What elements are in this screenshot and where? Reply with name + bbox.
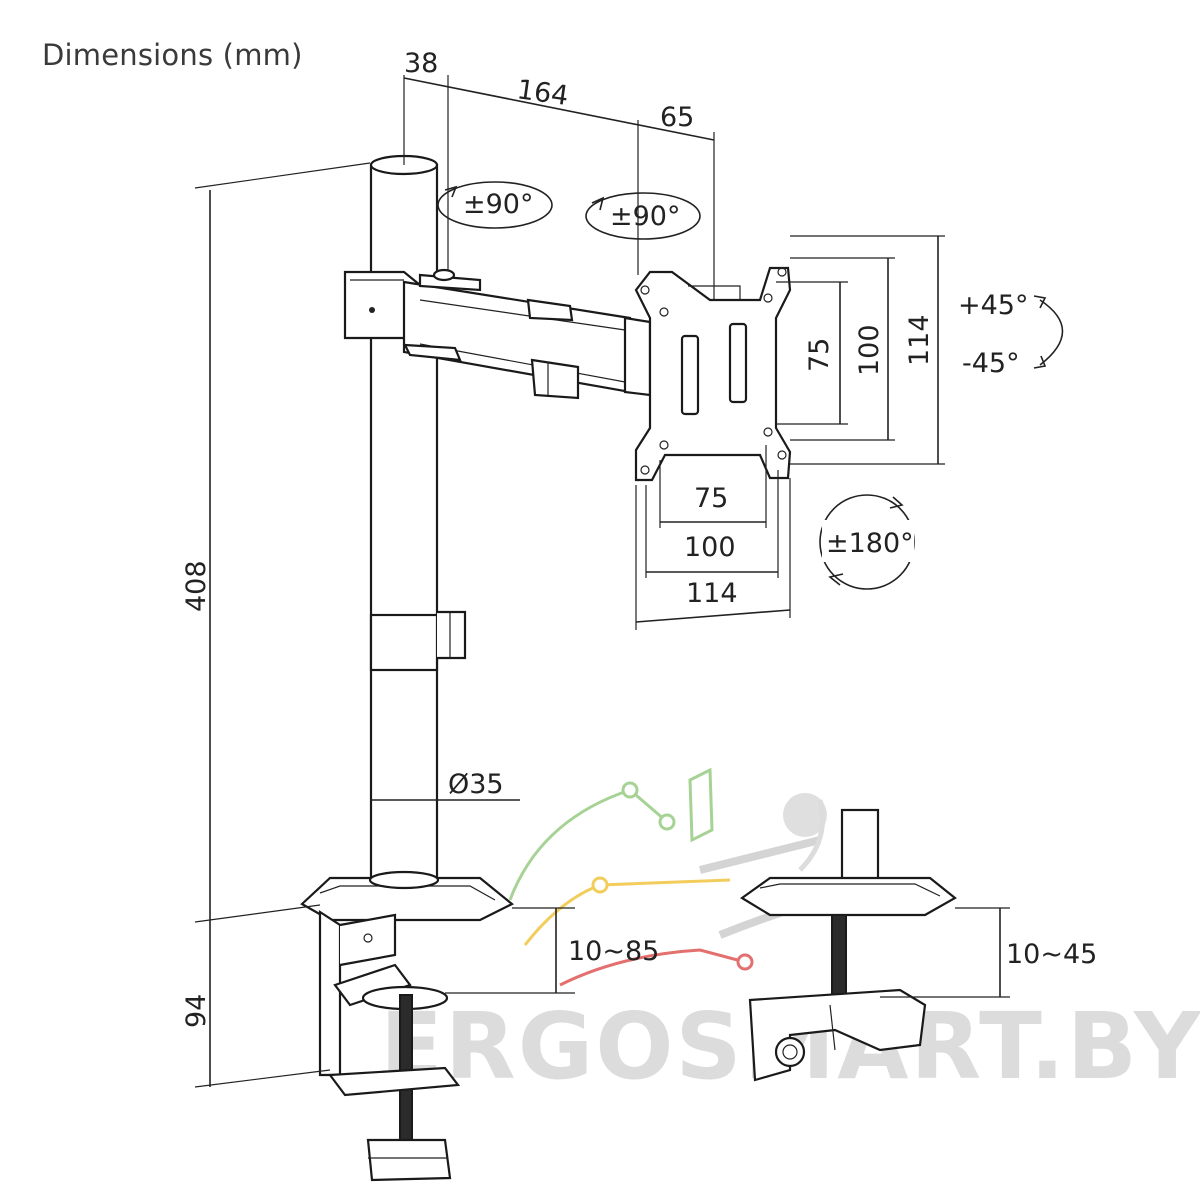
rotation-head-swivel: ±90° — [610, 201, 680, 232]
dim-clamp-range-2: 10~45 — [1006, 939, 1097, 970]
dim-head-depth: 65 — [660, 102, 694, 133]
dim-base-height: 94 — [181, 994, 212, 1028]
dim-vesa-v-small: 75 — [804, 338, 835, 372]
dim-vesa-h-large: 114 — [686, 578, 738, 609]
dim-vesa-h-small: 75 — [694, 483, 728, 514]
rotation-arm-swivel: ±90° — [463, 189, 533, 220]
dim-total-height: 408 — [181, 560, 212, 612]
rotation-tilt-down: -45° — [962, 348, 1020, 379]
dim-clamp-range-1: 10~85 — [568, 936, 659, 967]
dimension-lines: 38 164 65 408 94 Ø35 10~85 10~45 75 100 … — [181, 48, 1097, 1088]
vesa-plate — [634, 266, 792, 482]
dim-vesa-v-mid: 100 — [854, 324, 885, 376]
arm — [343, 268, 652, 400]
dim-arm-length: 164 — [515, 74, 570, 112]
clamp-left — [300, 870, 515, 1182]
rotation-tilt-up: +45° — [958, 290, 1028, 321]
rotation-indicators: ±90° ±90° +45° -45° ±180° — [437, 181, 1064, 590]
page-title: Dimensions (mm) — [42, 38, 303, 72]
dim-vesa-h-mid: 100 — [684, 532, 736, 563]
dim-pole-diameter: Ø35 — [448, 769, 504, 800]
rotation-rotate: ±180° — [826, 528, 914, 559]
dim-vesa-v-large: 114 — [904, 314, 935, 366]
dim-arm-offset: 38 — [404, 48, 438, 79]
